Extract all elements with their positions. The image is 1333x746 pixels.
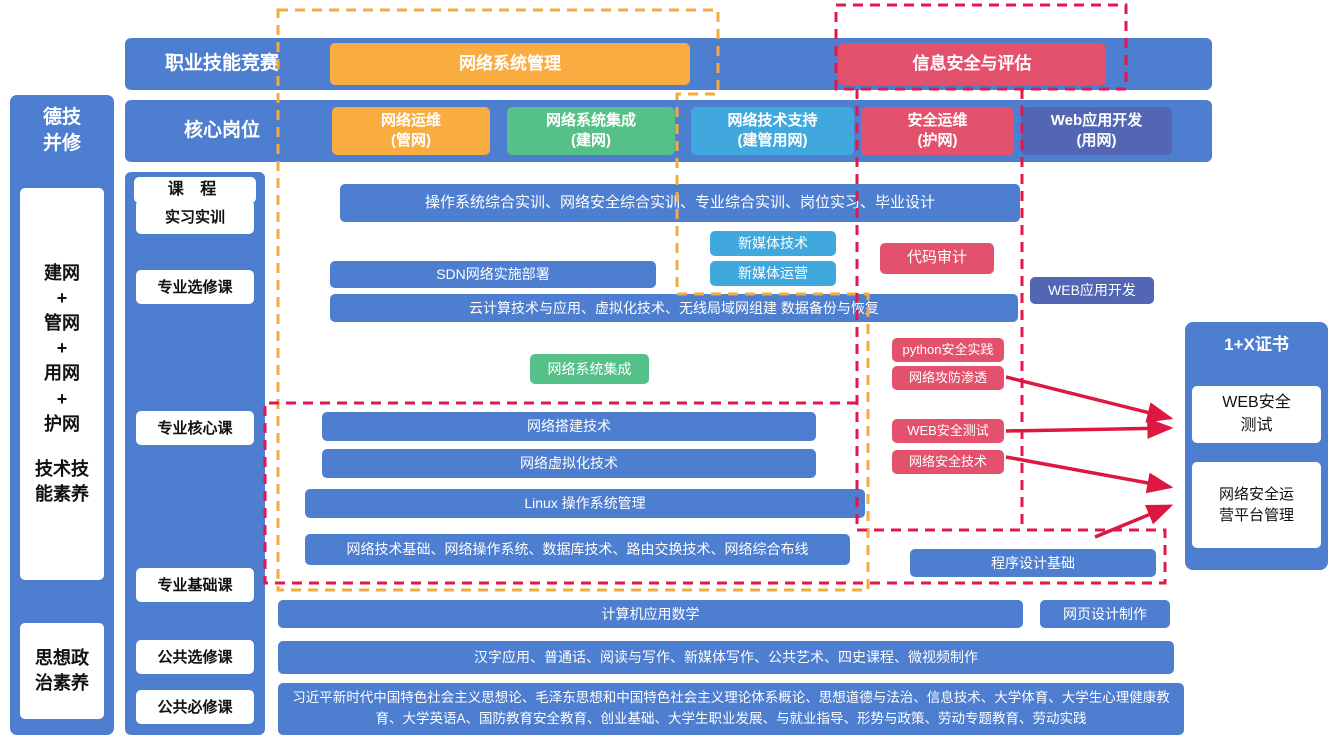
course-code-audit: 代码审计 xyxy=(880,243,994,274)
course-network-virtualization: 网络虚拟化技术 xyxy=(322,449,816,478)
course-public-elective: 汉字应用、普通话、阅读与写作、新媒体写作、公共艺术、四史课程、微视频制作 xyxy=(278,641,1174,674)
category-major-core: 专业核心课 xyxy=(136,411,254,445)
category-major-basic: 专业基础课 xyxy=(136,568,254,602)
cert-web-security-test: WEB安全 测试 xyxy=(1192,386,1321,443)
course-new-media-tech: 新媒体技术 xyxy=(710,231,836,256)
course-network-integration: 网络系统集成 xyxy=(530,354,649,384)
course-new-media-ops: 新媒体运营 xyxy=(710,261,836,286)
arrow-netsec-to-cert xyxy=(1005,455,1174,494)
course-public-required: 习近平新时代中国特色社会主义思想论、毛泽东思想和中国特色社会主义理论体系概论、思… xyxy=(278,683,1184,735)
course-practice-training: 操作系统综合实训、网络安全综合实训、专业综合实训、岗位实习、毕业设计 xyxy=(340,184,1020,222)
sidebar-title: 德技 并修 xyxy=(42,107,81,154)
position-security-ops: 安全运维 (护网) xyxy=(861,107,1014,155)
position-network-ops: 网络运维 (管网) xyxy=(332,107,490,155)
position-network-integration: 网络系统集成 (建网) xyxy=(507,107,675,155)
arrow-attack-to-cert xyxy=(1005,375,1174,423)
cert-arrows xyxy=(1005,375,1174,539)
curriculum-header: 课 程 xyxy=(134,177,256,203)
arrow-region-to-cert xyxy=(1094,504,1174,539)
course-python-security: python安全实践 xyxy=(892,338,1004,362)
course-sdn-deploy: SDN网络实施部署 xyxy=(330,261,656,288)
course-web-security-test: WEB安全测试 xyxy=(892,419,1004,443)
ideology-box: 思想政 治素养 xyxy=(20,623,104,719)
course-programming-basics: 程序设计基础 xyxy=(910,549,1156,577)
course-cloud-virtualization: 云计算技术与应用、虚拟化技术、无线局域网组建 数据备份与恢复 xyxy=(330,294,1018,322)
category-public-elective: 公共选修课 xyxy=(136,640,254,674)
course-web-app-dev: WEB应用开发 xyxy=(1030,277,1154,304)
category-major-elective: 专业选修课 xyxy=(136,270,254,304)
course-applied-math: 计算机应用数学 xyxy=(278,600,1023,628)
course-attack-penetration: 网络攻防渗透 xyxy=(892,366,1004,390)
skills-list: 建网 + 管网 + 用网 + 护网 xyxy=(44,262,80,434)
cert-platform-management: 网络安全运 营平台管理 xyxy=(1192,462,1321,548)
cert-title: 1+X证书 xyxy=(1224,334,1289,354)
course-network-building: 网络搭建技术 xyxy=(322,412,816,441)
skills-caption: 技术技 能素养 xyxy=(35,458,89,505)
competition-network-management: 网络系统管理 xyxy=(330,43,690,85)
positions-label: 核心岗位 xyxy=(183,120,260,142)
skills-box: 建网 + 管网 + 用网 + 护网 技术技 能素养 xyxy=(20,188,104,580)
course-linux-admin: Linux 操作系统管理 xyxy=(305,489,865,518)
position-tech-support: 网络技术支持 (建管用网) xyxy=(691,107,854,155)
category-public-required: 公共必修课 xyxy=(136,690,254,724)
competition-label: 职业技能竞赛 xyxy=(164,53,279,75)
course-network-security: 网络安全技术 xyxy=(892,450,1004,474)
category-internship: 实习实训 xyxy=(136,200,254,234)
competition-info-security: 信息安全与评估 xyxy=(838,43,1106,85)
position-web-dev: Web应用开发 (用网) xyxy=(1021,107,1172,155)
arrow-webtest-to-cert xyxy=(1005,417,1174,439)
course-web-design: 网页设计制作 xyxy=(1040,600,1170,628)
course-network-basics: 网络技术基础、网络操作系统、数据库技术、路由交换技术、网络综合布线 xyxy=(305,534,850,565)
